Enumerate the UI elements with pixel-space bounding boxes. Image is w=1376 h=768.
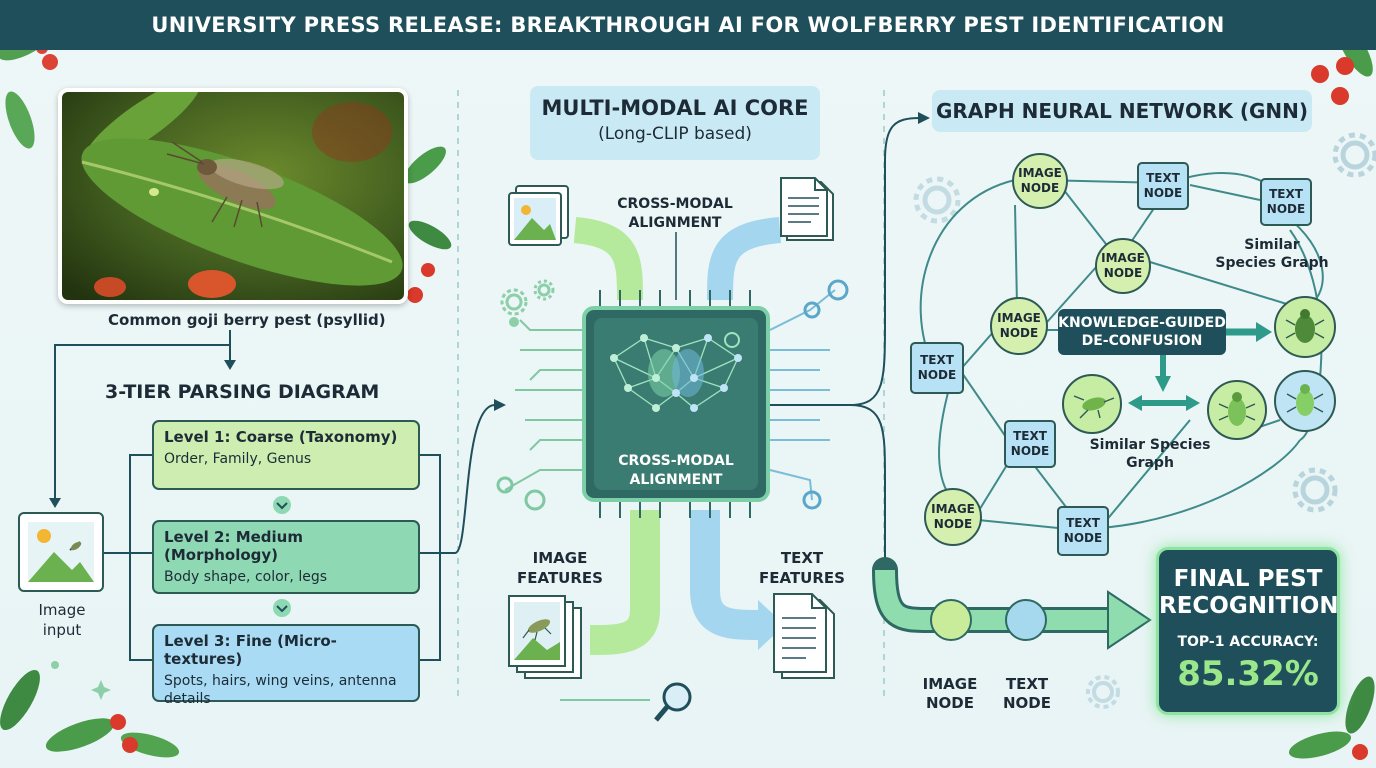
pest-photo bbox=[58, 88, 408, 304]
leaf-decoration-bottom-right bbox=[1288, 676, 1375, 760]
ai-core-chip: CROSS-MODAL ALIGNMENT bbox=[582, 306, 770, 502]
parsing-title: 3-TIER PARSING DIAGRAM bbox=[105, 381, 380, 403]
final-title-1: FINAL PEST bbox=[1173, 566, 1323, 592]
level-1-title: Level 1: Coarse (Taxonomy) bbox=[164, 428, 398, 446]
leaf-decoration-bottom-left bbox=[0, 669, 180, 758]
image-features-label-2: FEATURES bbox=[517, 569, 603, 587]
page-title: UNIVERSITY PRESS RELEASE: BREAKTHROUGH A… bbox=[0, 0, 1376, 50]
bottom-text-node-label-1: TEXT bbox=[1005, 675, 1049, 693]
level-2-desc: Body shape, color, legs bbox=[164, 569, 327, 585]
level-3-box: Level 3: Fine (Micro-textures) Spots, ha… bbox=[152, 624, 420, 707]
gear-icon-top-right bbox=[1332, 132, 1376, 178]
final-title-2: RECOGNITION bbox=[1159, 593, 1339, 619]
image-doc-icon bbox=[506, 184, 570, 248]
top-alignment-label-1: CROSS-MODAL bbox=[617, 196, 733, 212]
image-features-icon bbox=[505, 594, 585, 684]
level-1-box: Level 1: Coarse (Taxonomy) Order, Family… bbox=[152, 420, 420, 490]
leaf-decoration-photo-right bbox=[404, 146, 452, 303]
level-2-box: Level 2: Medium (Morphology) Body shape,… bbox=[152, 520, 420, 594]
chip-label-1: CROSS-MODAL bbox=[618, 453, 734, 469]
core-title-box: MULTI-MODAL AI CORE (Long-CLIP based) bbox=[530, 86, 820, 160]
text-doc-icon bbox=[775, 176, 839, 246]
text-features-label-2: FEATURES bbox=[759, 569, 845, 587]
gear-icon-bottom bbox=[1086, 675, 1120, 709]
image-input-icon bbox=[18, 512, 104, 592]
chip-label-2: ALIGNMENT bbox=[629, 472, 723, 488]
bottom-text-node-label-2: NODE bbox=[1002, 694, 1051, 712]
image-input-label-2: input bbox=[42, 621, 82, 639]
level-3-title: Level 3: Fine (Micro-textures) bbox=[164, 632, 337, 668]
image-features-label-1: IMAGE bbox=[532, 549, 588, 567]
photo-caption: Common goji berry pest (psyllid) bbox=[108, 311, 386, 329]
top-alignment-label-2: ALIGNMENT bbox=[628, 215, 722, 231]
gear-icon-mid-right bbox=[1292, 467, 1338, 513]
accuracy-value: 85.32% bbox=[1177, 654, 1319, 694]
core-subtitle: (Long-CLIP based) bbox=[598, 124, 752, 144]
core-title: MULTI-MODAL AI CORE bbox=[541, 96, 809, 120]
psyllid-leaf-image bbox=[62, 92, 404, 300]
text-features-icon bbox=[770, 592, 842, 682]
species-aphid-icon-1 bbox=[1062, 374, 1122, 434]
gnn-title: GRAPH NEURAL NETWORK (GNN) bbox=[932, 90, 1312, 132]
brain-network-icon bbox=[610, 332, 742, 412]
species-aphid-icon-4 bbox=[1274, 370, 1336, 432]
accuracy-label: TOP-1 ACCURACY: bbox=[1177, 634, 1319, 650]
image-input-label-1: Image bbox=[38, 601, 86, 619]
gear-icon-gnn bbox=[913, 176, 961, 224]
text-features-label-1: TEXT bbox=[780, 549, 824, 567]
species-aphid-icon-3 bbox=[1274, 296, 1336, 358]
level-3-desc: Spots, hairs, wing veins, antenna detail… bbox=[164, 673, 397, 707]
gear-icon-core bbox=[500, 279, 555, 316]
bottom-image-node-label-1: IMAGE bbox=[922, 675, 978, 693]
level-1-desc: Order, Family, Genus bbox=[164, 451, 312, 467]
species-aphid-icon-2 bbox=[1207, 380, 1267, 440]
bottom-image-node-label-2: NODE bbox=[925, 694, 974, 712]
magnifier-icon bbox=[560, 682, 692, 722]
level-2-title: Level 2: Medium (Morphology) bbox=[164, 528, 303, 564]
psyllid-insect bbox=[166, 141, 284, 228]
